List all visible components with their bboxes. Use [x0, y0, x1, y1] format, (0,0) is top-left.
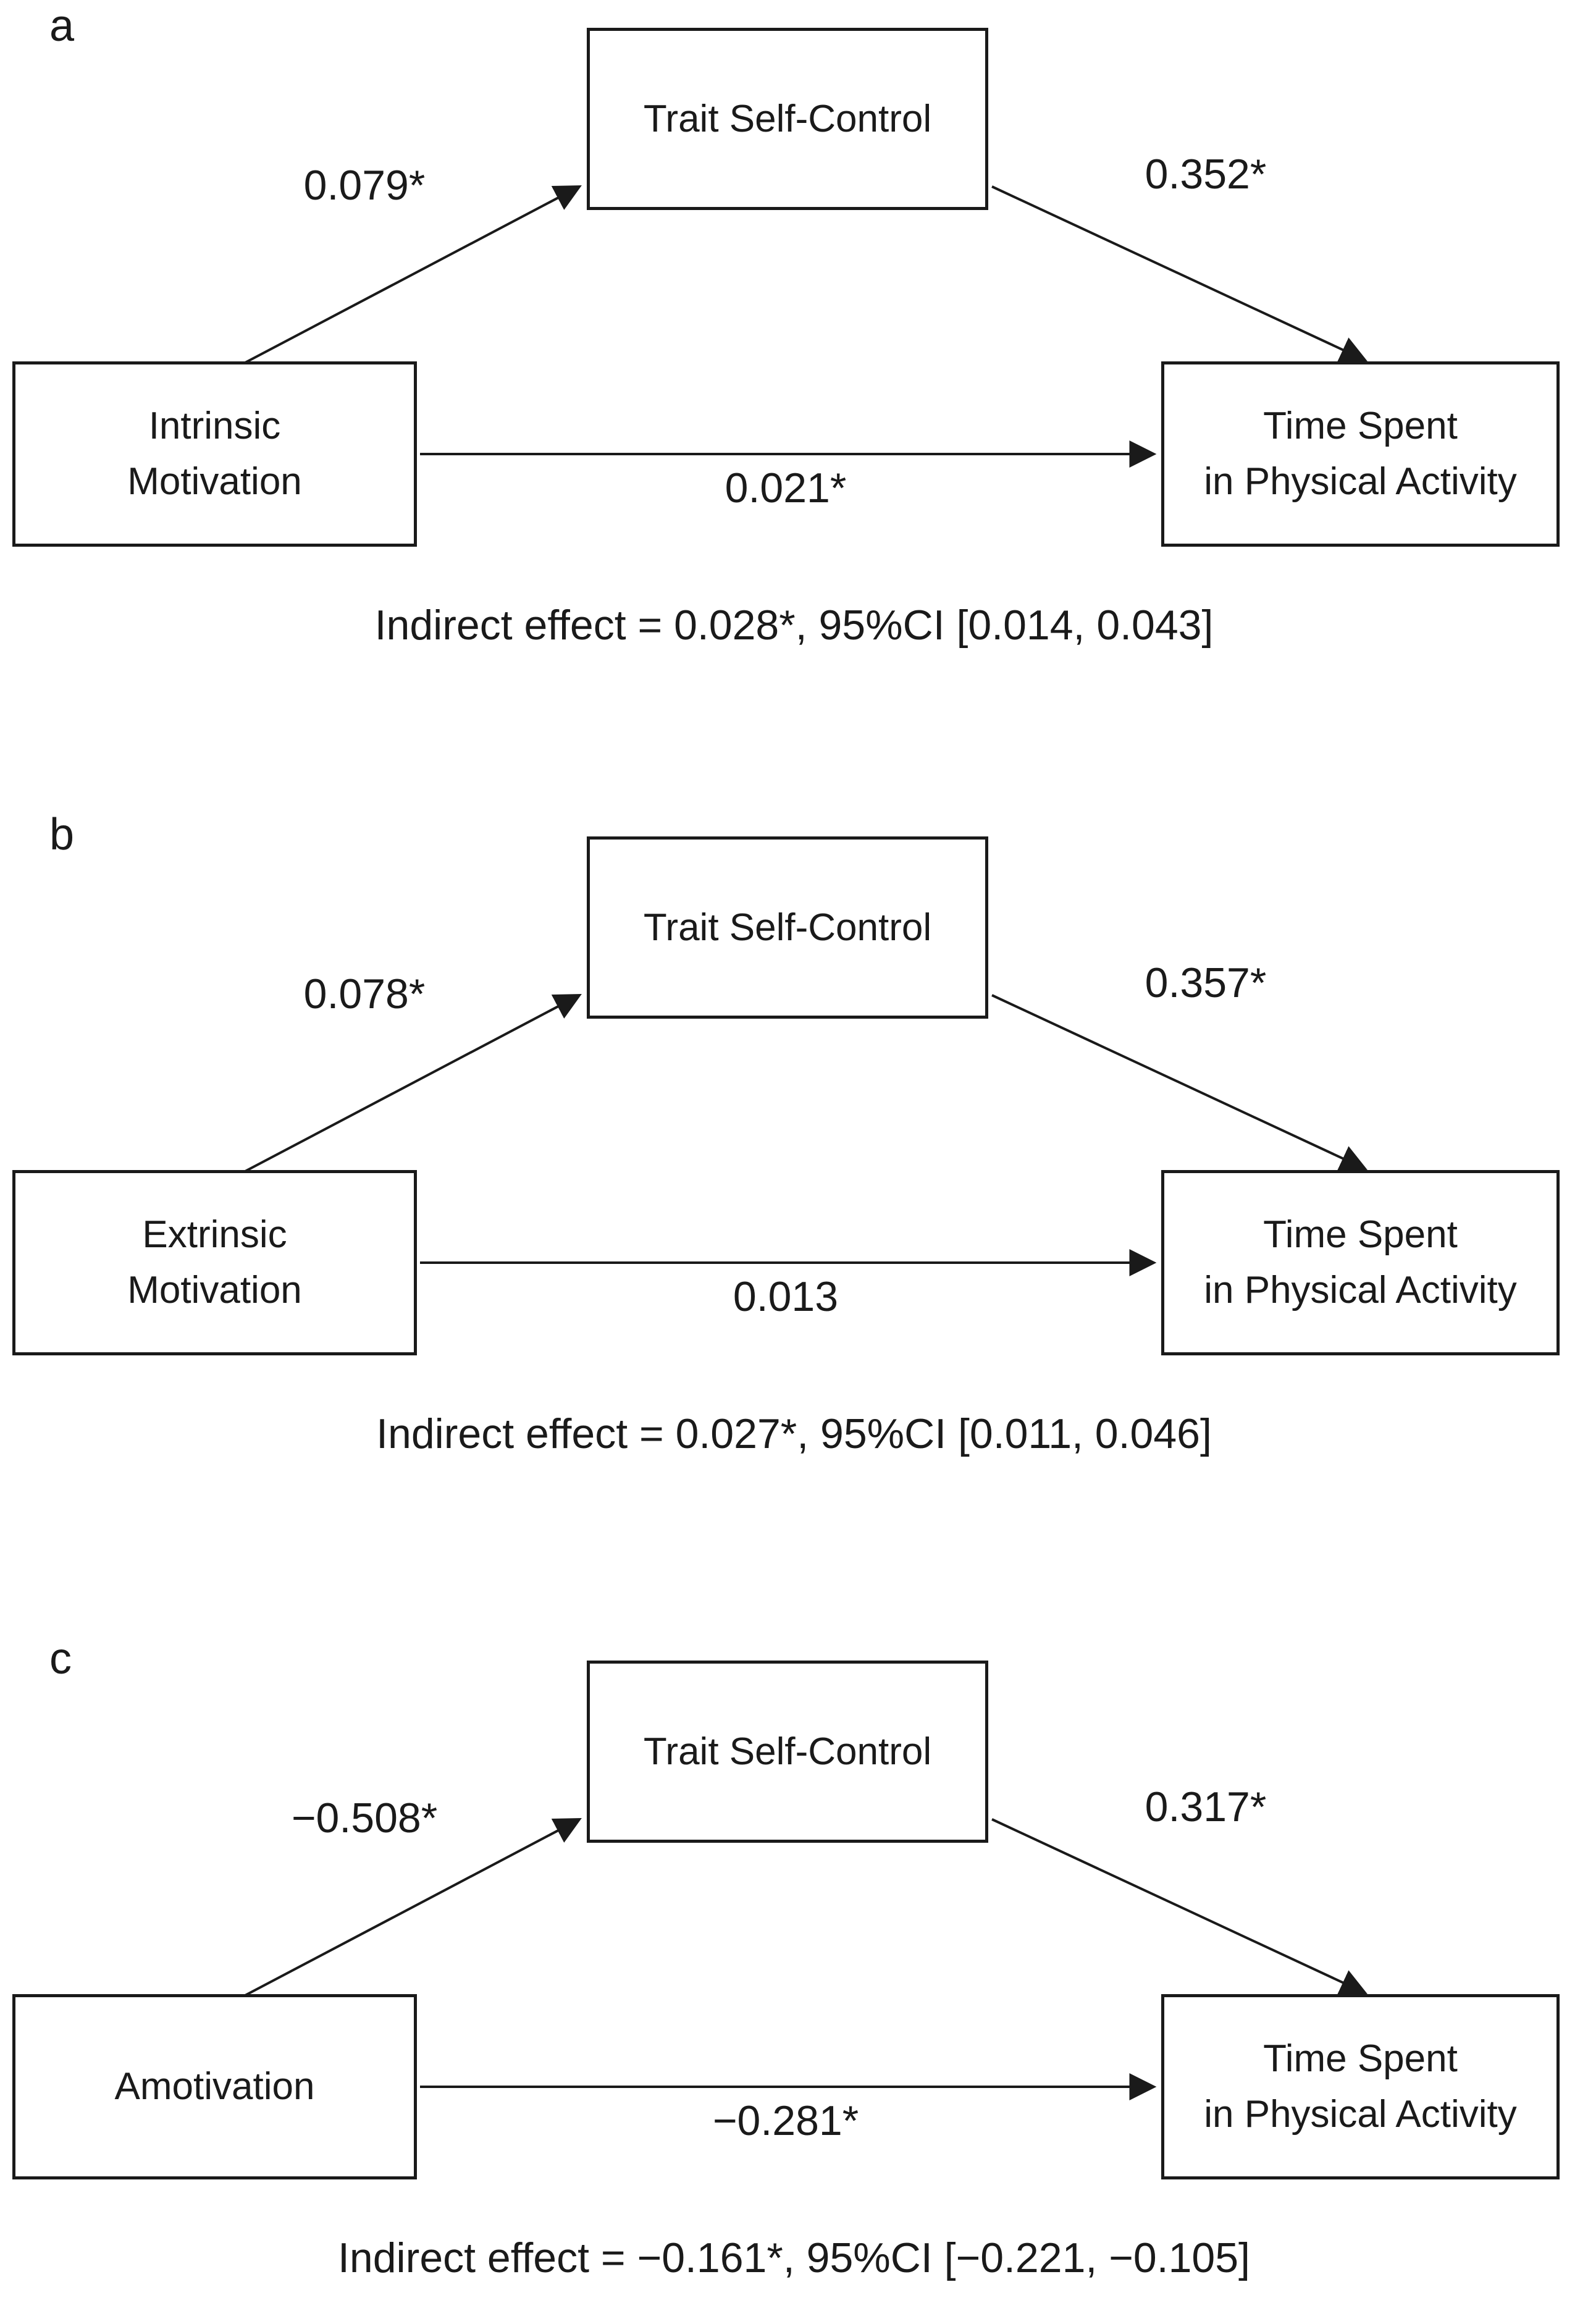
indirect-effect-caption: Indirect effect = 0.028*, 95%CI [0.014, … [374, 602, 1214, 649]
arrow-predictor-to-mediator [243, 1817, 582, 1997]
path-b-coefficient: 0.317* [1145, 1783, 1267, 1830]
outcome-label-line2: in Physical Activity [1204, 1269, 1517, 1311]
path-b-coefficient: 0.357* [1145, 959, 1267, 1006]
predictor-label-line1: Intrinsic [148, 405, 281, 448]
panel-label: b [49, 810, 75, 859]
outcome-label-line1: Time Spent [1263, 1213, 1458, 1257]
mediator-label: Trait Self-Control [643, 1730, 932, 1773]
predictor-label-line2: Motivation [127, 460, 302, 503]
outcome-box: Time Spent in Physical Activity [1161, 361, 1560, 547]
outcome-box: Time Spent in Physical Activity [1161, 1994, 1560, 2179]
direct-path-coefficient: 0.021* [725, 465, 847, 512]
path-a-coefficient: 0.079* [303, 162, 426, 209]
panel-a: a Trait Self-Control Intrinsic Motivatio… [0, 0, 1588, 680]
panel-label: a [49, 1, 75, 51]
mediator-box: Trait Self-Control [587, 836, 988, 1019]
predictor-label-line2: Motivation [127, 1269, 302, 1311]
panel-b: b Trait Self-Control Extrinsic Motivatio… [0, 809, 1588, 1488]
arrow-predictor-to-mediator [243, 185, 582, 364]
predictor-label-line1: Extrinsic [142, 1213, 287, 1257]
direct-path-coefficient: −0.281* [712, 2097, 859, 2144]
direct-path-coefficient: 0.013 [733, 1273, 839, 1320]
outcome-box: Time Spent in Physical Activity [1161, 1170, 1560, 1355]
outcome-label-line2: in Physical Activity [1204, 460, 1517, 503]
path-a-coefficient: −0.508* [291, 1795, 438, 1842]
indirect-effect-caption: Indirect effect = 0.027*, 95%CI [0.011, … [376, 1410, 1212, 1457]
path-arrows [243, 185, 1367, 468]
panel-label: c [49, 1634, 72, 1683]
arrow-mediator-to-outcome [991, 185, 1367, 363]
predictor-box: Extrinsic Motivation [12, 1170, 417, 1355]
path-arrows [243, 1817, 1367, 2100]
path-arrows [243, 993, 1367, 1276]
outcome-label-line1: Time Spent [1263, 2037, 1458, 2081]
panel-c: c Trait Self-Control Amotivation Time Sp… [0, 1633, 1588, 2312]
arrow-mediator-to-outcome [991, 1818, 1367, 1995]
mediator-label: Trait Self-Control [643, 97, 932, 140]
outcome-label-line1: Time Spent [1263, 405, 1458, 448]
path-b-coefficient: 0.352* [1145, 151, 1267, 198]
arrow-mediator-to-outcome [991, 994, 1367, 1171]
predictor-label-line1: Amotivation [114, 2065, 315, 2108]
path-a-coefficient: 0.078* [303, 970, 426, 1017]
predictor-box: Intrinsic Motivation [12, 361, 417, 547]
outcome-label-line2: in Physical Activity [1204, 2093, 1517, 2136]
mediator-label: Trait Self-Control [643, 906, 932, 949]
mediator-box: Trait Self-Control [587, 28, 988, 210]
indirect-effect-caption: Indirect effect = −0.161*, 95%CI [−0.221… [338, 2234, 1250, 2281]
predictor-box: Amotivation [12, 1994, 417, 2179]
mediator-box: Trait Self-Control [587, 1661, 988, 1843]
arrow-predictor-to-mediator [243, 993, 582, 1173]
